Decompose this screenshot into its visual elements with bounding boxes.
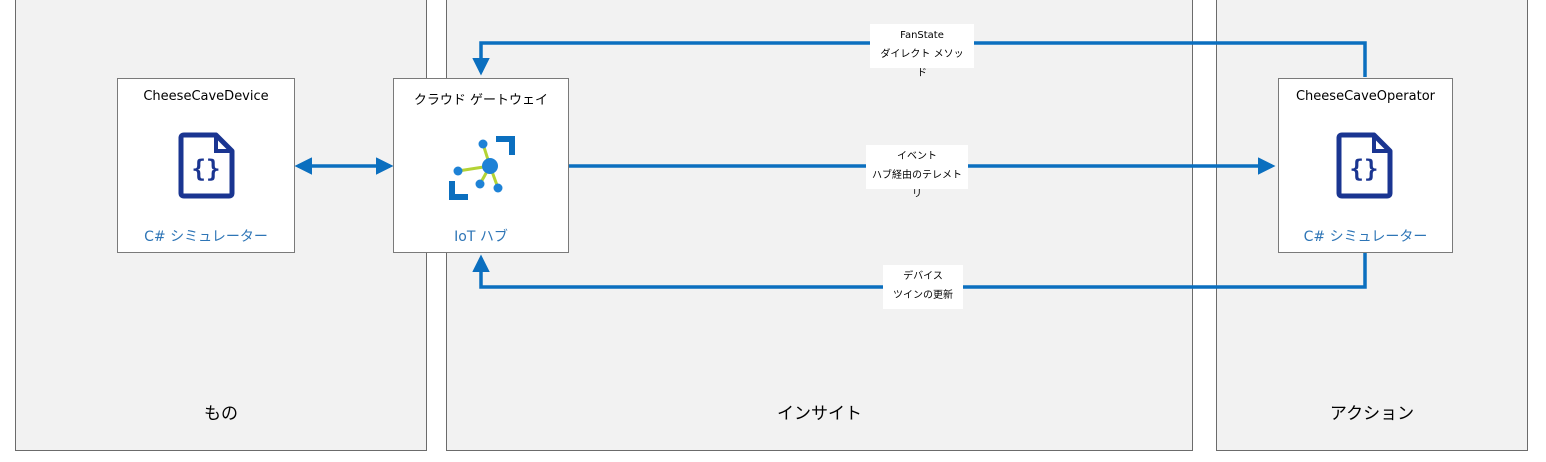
- telemetry-label-line1: イベント: [897, 151, 937, 162]
- svg-text:{}: {}: [192, 155, 221, 183]
- device-card-title: CheeseCaveDevice: [143, 89, 269, 104]
- things-panel-title: もの: [204, 404, 238, 424]
- twin-update-label-line2: ツインの更新: [893, 290, 953, 301]
- device-card: CheeseCaveDevice {} C# シミュレーター: [117, 78, 295, 253]
- device-card-subtitle: C# シミュレーター: [144, 229, 268, 245]
- operator-card: CheeseCaveOperator {} C# シミュレーター: [1278, 78, 1453, 253]
- twin-update-label: デバイス ツインの更新: [883, 265, 963, 309]
- gateway-card-subtitle: IoT ハブ: [454, 229, 508, 245]
- code-file-icon: {}: [1336, 131, 1394, 203]
- operator-card-subtitle: C# シミュレーター: [1303, 229, 1428, 245]
- insights-panel-title: インサイト: [777, 404, 862, 424]
- insights-panel: インサイト: [446, 0, 1193, 451]
- gateway-card-title: クラウド ゲートウェイ: [413, 93, 549, 108]
- actions-panel-title: アクション: [1329, 404, 1415, 424]
- operator-card-title: CheeseCaveOperator: [1295, 89, 1435, 104]
- iot-hub-icon: [446, 135, 518, 207]
- twin-update-label-line1: デバイス: [903, 271, 943, 282]
- gateway-card: クラウド ゲートウェイ IoT ハブ: [393, 78, 569, 253]
- svg-text:{}: {}: [1350, 155, 1379, 183]
- telemetry-label: イベント ハブ経由のテレメトリ: [866, 145, 968, 200]
- direct-method-label: FanState ダイレクト メソッド: [870, 24, 974, 79]
- telemetry-label-line2: ハブ経由のテレメトリ: [872, 170, 962, 200]
- direct-method-label-line2: ダイレクト メソッド: [880, 49, 964, 79]
- code-file-icon: {}: [178, 131, 236, 203]
- direct-method-label-line1: FanState: [900, 30, 944, 41]
